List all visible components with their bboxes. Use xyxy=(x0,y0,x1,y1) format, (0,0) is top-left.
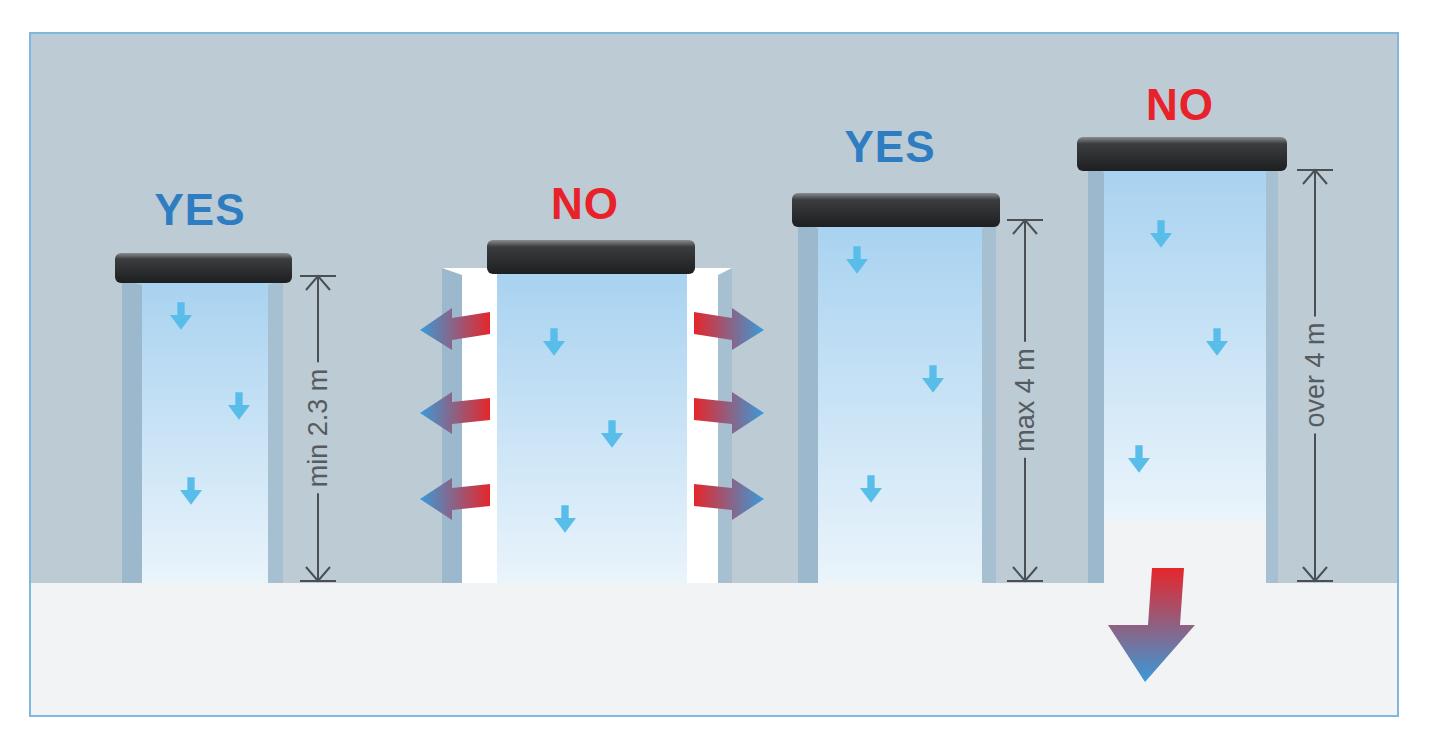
verdict-yes: YES xyxy=(844,122,935,172)
dimension-label: min 2.3 m xyxy=(301,363,336,494)
dimension-label: over 4 m xyxy=(1298,316,1333,433)
verdict-yes: YES xyxy=(154,185,245,235)
dimension-label: max 4 m xyxy=(1008,342,1043,458)
verdict-no: NO xyxy=(1146,80,1214,130)
verdict-no: NO xyxy=(551,179,619,229)
